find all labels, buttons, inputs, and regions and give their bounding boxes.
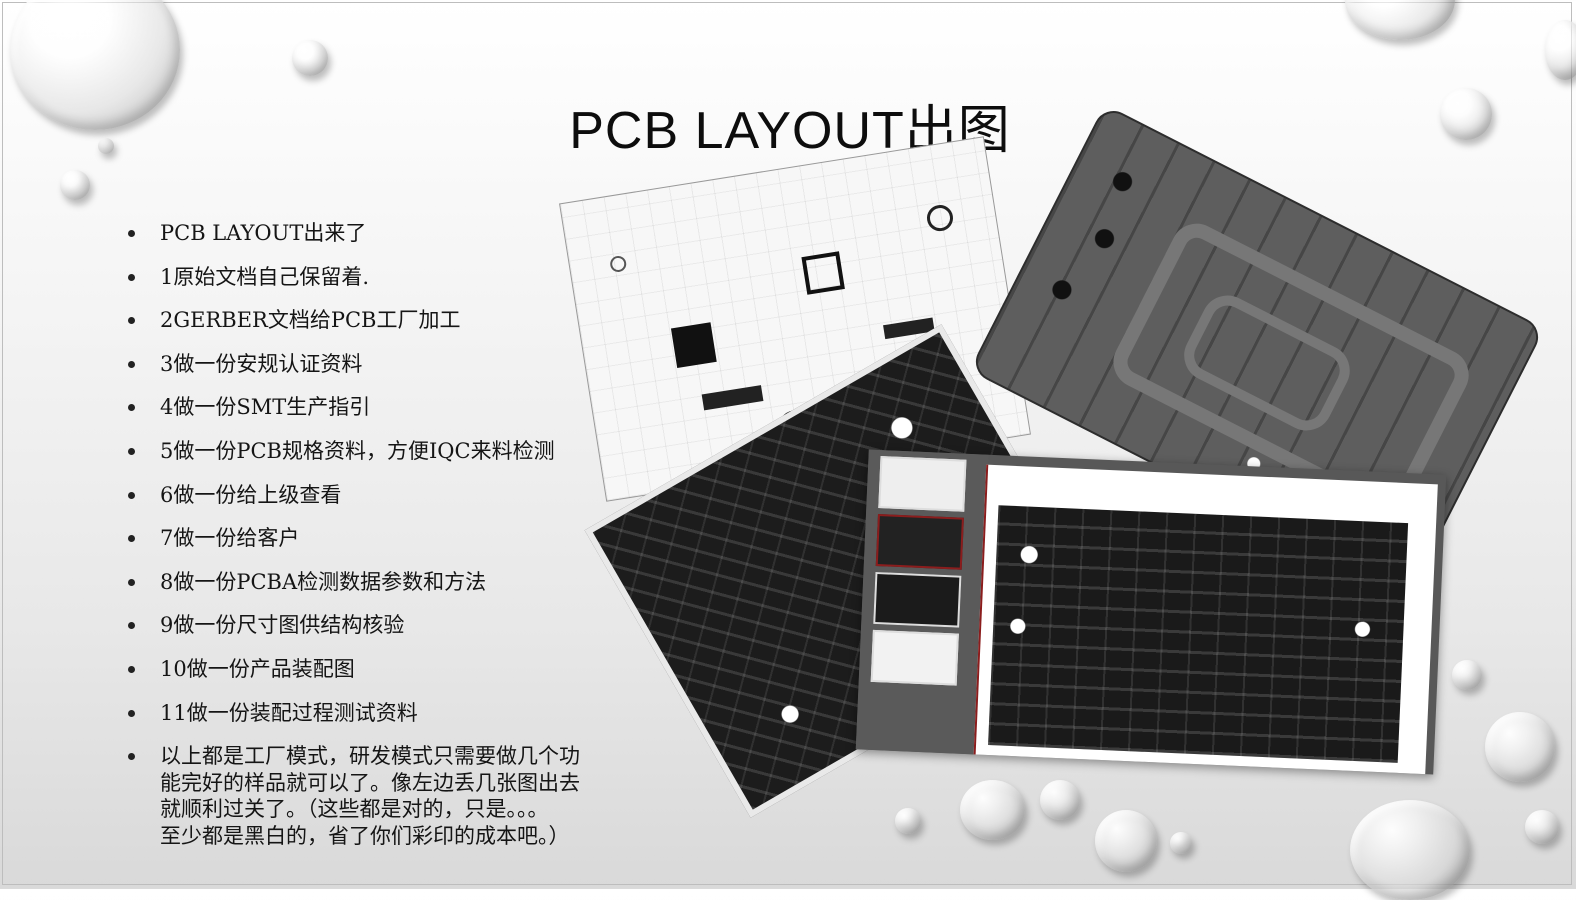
water-drop — [10, 0, 180, 130]
chip-footprint — [801, 251, 845, 295]
page-thumbnail[interactable] — [873, 571, 962, 628]
viewer-page — [973, 464, 1438, 775]
viewer-thumbnail-panel — [855, 449, 989, 755]
water-drop — [292, 40, 328, 76]
bullet-item: 4做一份SMT生产指引 — [128, 394, 628, 420]
bullet-item-final: 以上都是工厂模式，研发模式只需要做几个功 能完好的样品就可以了。像左边丢几张图出… — [128, 743, 628, 849]
water-drop — [1170, 832, 1192, 854]
bullet-text: 4做一份SMT生产指引 — [160, 395, 371, 420]
water-drop — [960, 780, 1025, 840]
bullet-item: 8做一份PCBA检测数据参数和方法 — [128, 569, 628, 595]
bullet-text: 3做一份安规认证资料 — [160, 351, 363, 376]
water-drop — [1545, 20, 1576, 80]
bullet-line: 就顺利过关了。（这些都是对的，只是。。。 — [160, 797, 549, 822]
bullet-item: 1原始文档自己保留着. — [128, 264, 628, 290]
component-footprint — [701, 385, 764, 411]
pad-ring — [925, 203, 955, 233]
water-drop — [895, 808, 921, 834]
bullet-item: PCB LAYOUT出来了 — [128, 220, 628, 246]
bullet-dot — [128, 317, 135, 325]
bullet-dot — [128, 535, 135, 543]
bullet-item: 7做一份给客户 — [128, 525, 628, 551]
water-drop — [1040, 780, 1080, 820]
bullet-line: 能完好的样品就可以了。像左边丢几张图出去 — [160, 770, 580, 795]
page-thumbnail[interactable] — [870, 629, 959, 686]
bullet-item: 6做一份给上级查看 — [128, 482, 628, 508]
water-drop — [98, 138, 114, 154]
water-drop — [60, 170, 90, 200]
bullet-dot — [128, 404, 135, 412]
bullet-list: PCB LAYOUT出来了 1原始文档自己保留着. 2GERBER文档给PCB工… — [128, 220, 628, 867]
bullet-dot — [128, 273, 135, 281]
water-drop — [1485, 712, 1555, 782]
bullet-text: 9做一份尺寸图供结构核验 — [160, 613, 405, 638]
bullet-line: 至少都是黑白的，省了你们彩印的成本吧。） — [160, 823, 570, 848]
bullet-dot — [128, 709, 135, 717]
water-drop — [1525, 810, 1559, 844]
bullet-text: PCB LAYOUT出来了 — [160, 221, 367, 245]
water-drop — [1350, 800, 1470, 900]
bullet-item: 5做一份PCB规格资料，方便IQC来料检测 — [128, 438, 628, 464]
water-drop — [1440, 88, 1492, 140]
page-thumbnail[interactable] — [875, 513, 964, 570]
bullet-line: 以上都是工厂模式，研发模式只需要做几个功 — [160, 744, 580, 769]
bullet-text: 7做一份给客户 — [160, 526, 300, 551]
bullet-item: 10做一份产品装配图 — [128, 656, 628, 682]
pad-ring — [609, 254, 628, 274]
bullet-text: 8做一份PCBA检测数据参数和方法 — [160, 569, 487, 594]
bullet-item: 3做一份安规认证资料 — [128, 351, 628, 377]
bullet-item: 2GERBER文档给PCB工厂加工 — [128, 307, 628, 333]
water-drop — [1345, 0, 1455, 40]
bullet-text: 2GERBER文档给PCB工厂加工 — [160, 308, 461, 333]
bullet-text: 1原始文档自己保留着. — [160, 264, 370, 289]
bullet-text: 6做一份给上级查看 — [160, 482, 342, 507]
bullet-dot — [128, 578, 135, 586]
bullet-text: 5做一份PCB规格资料，方便IQC来料检测 — [160, 438, 555, 463]
pcb-viewer-window — [855, 449, 1447, 775]
chip-footprint — [670, 322, 717, 369]
bullet-dot — [128, 622, 135, 630]
bullet-text: 10做一份产品装配图 — [160, 656, 355, 681]
page-thumbnail[interactable] — [878, 456, 967, 512]
bullet-item: 9做一份尺寸图供结构核验 — [128, 612, 628, 638]
water-drop — [1095, 810, 1157, 872]
bullet-dot — [128, 665, 135, 673]
water-drop — [1452, 660, 1482, 690]
bullet-dot — [128, 230, 135, 237]
bullet-text: 11做一份装配过程测试资料 — [160, 700, 418, 725]
bullet-dot — [128, 360, 135, 368]
bullet-dot — [128, 753, 135, 761]
bullet-dot — [128, 491, 135, 499]
pcb-board-render — [988, 505, 1409, 763]
bullet-dot — [128, 447, 135, 455]
bullet-item: 11做一份装配过程测试资料 — [128, 700, 628, 726]
